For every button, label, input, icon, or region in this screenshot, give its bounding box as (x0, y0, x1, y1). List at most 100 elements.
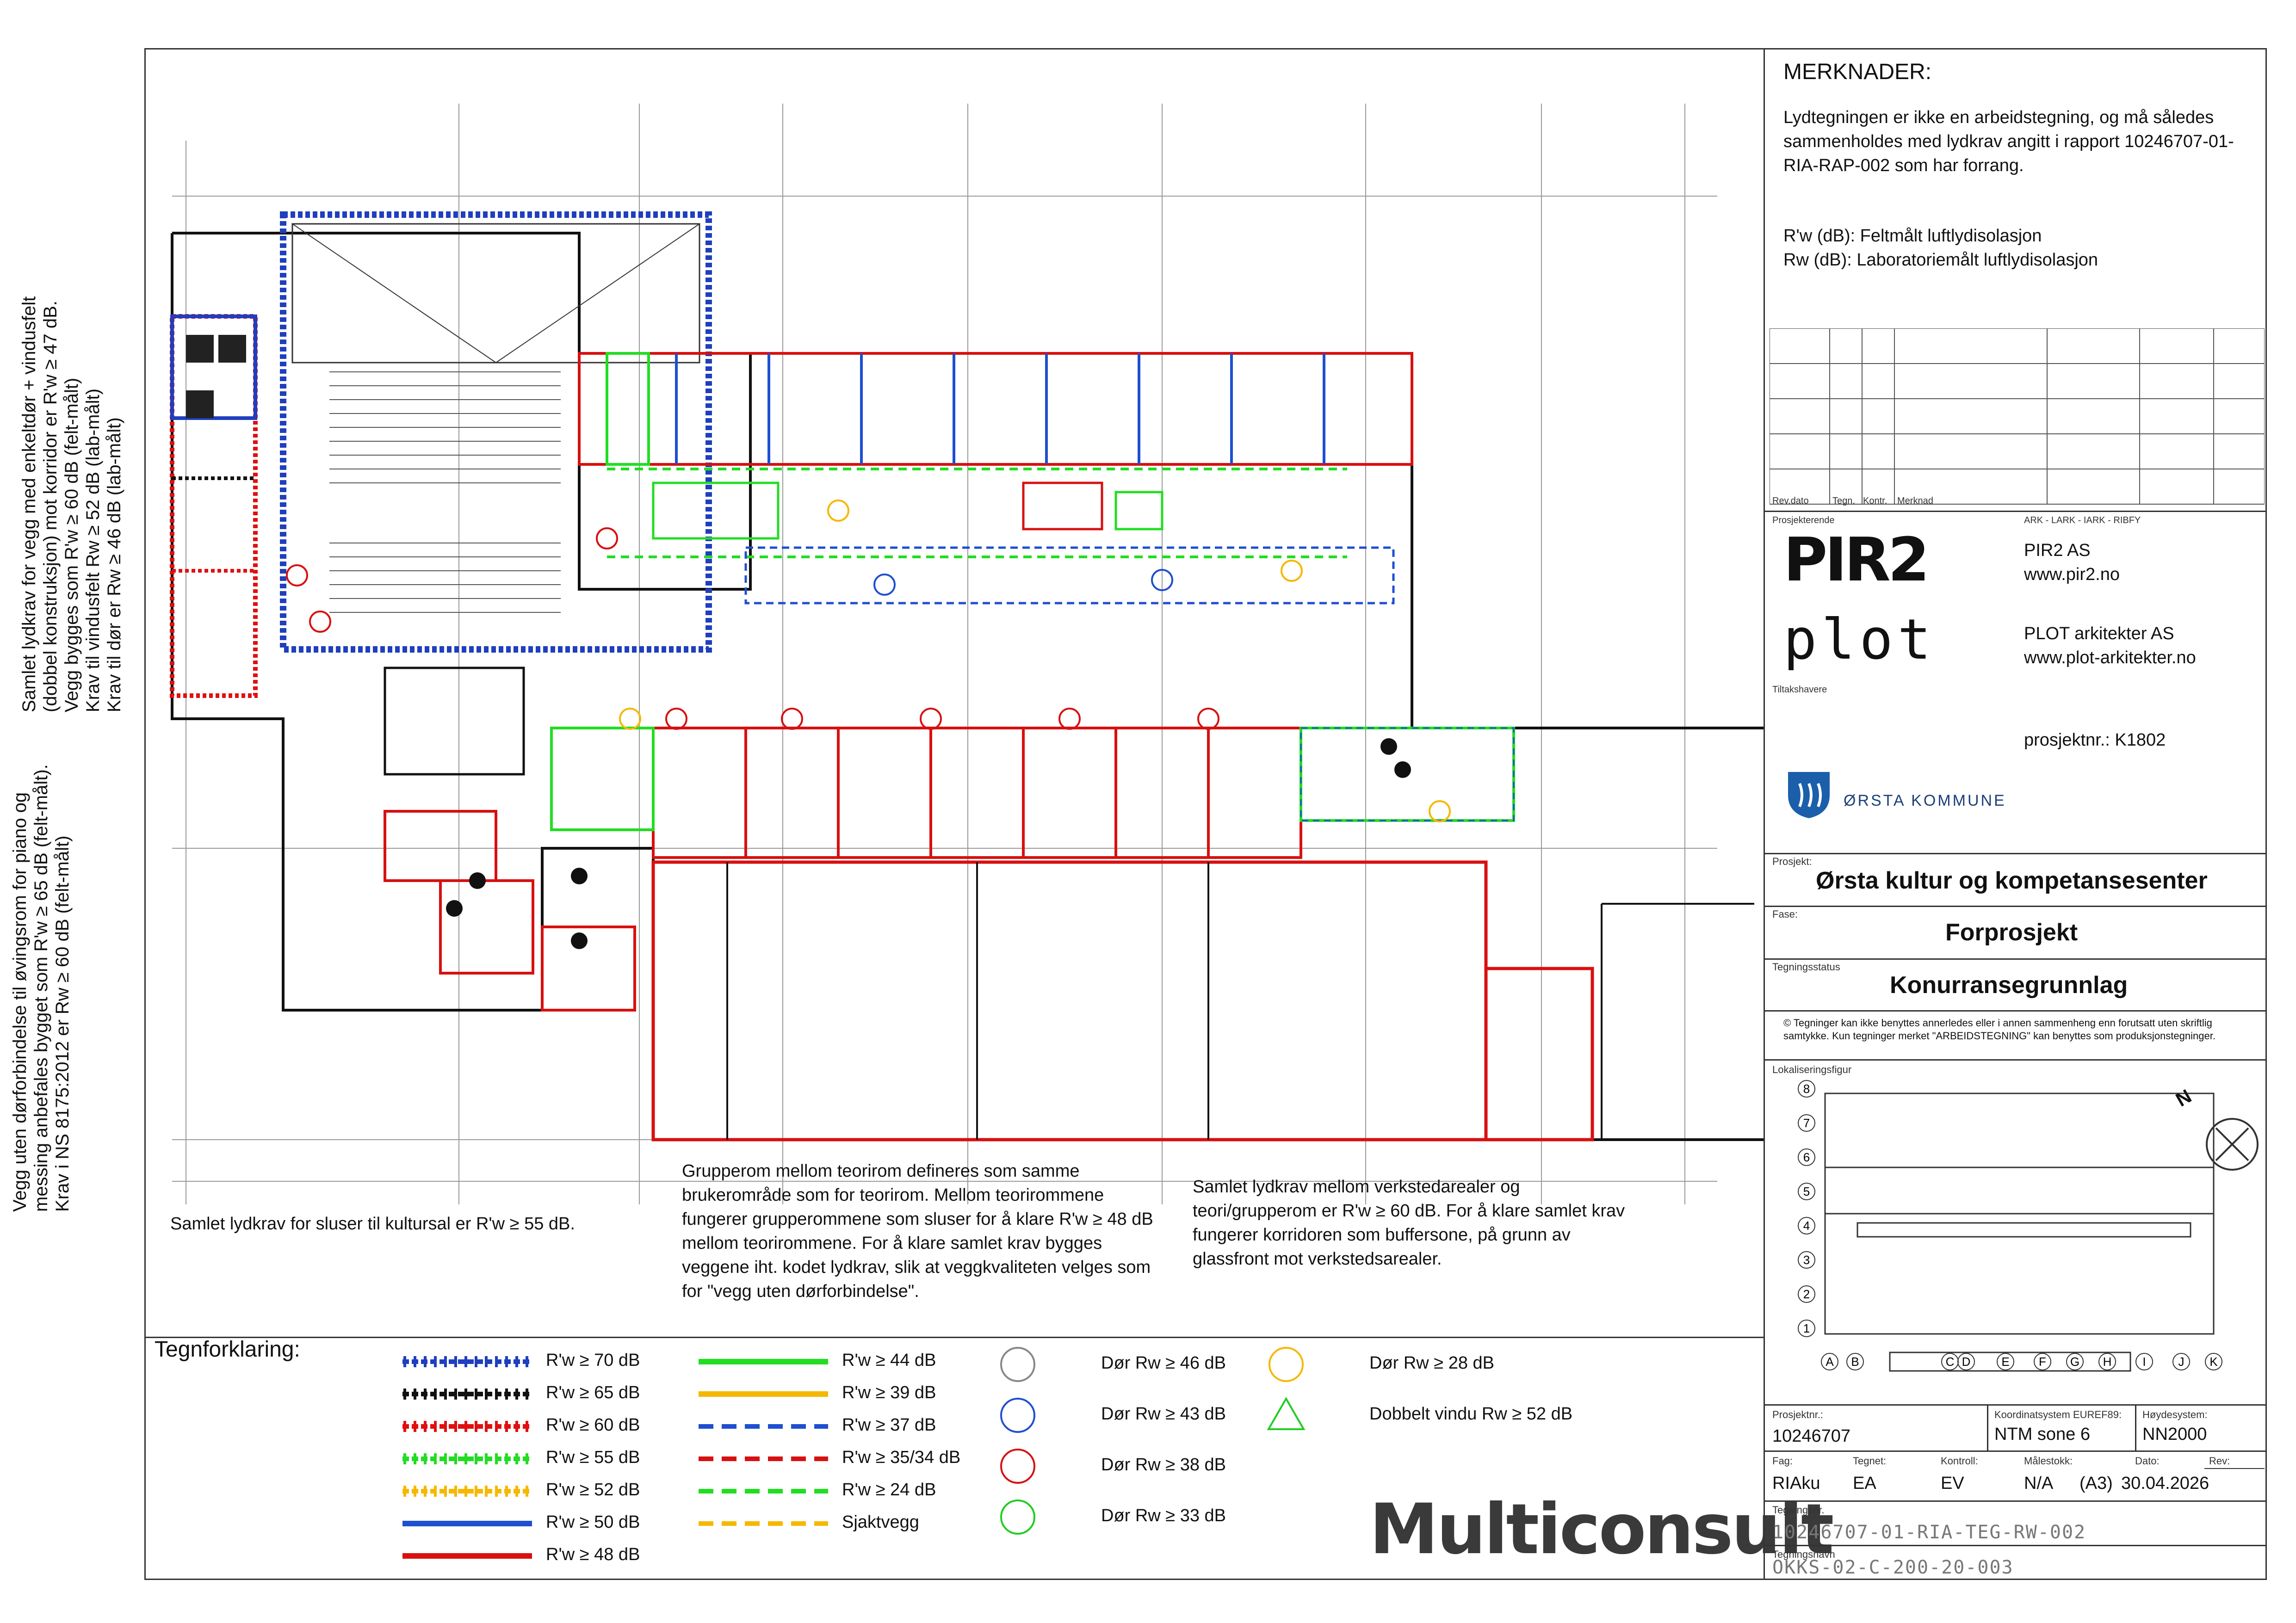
legend-line-swatches (699, 1359, 828, 1526)
koord-label: Koordinatsystem EUREF89: (1994, 1409, 2122, 1420)
key-row-label: 8 (1803, 1082, 1810, 1096)
kontroll-value: EV (1941, 1474, 1964, 1493)
practice-rooms (170, 314, 258, 698)
legend-wall-label: R'w ≥ 55 dB (546, 1448, 640, 1467)
copyright-note: © Tegninger kan ikke benyttes annerledes… (1783, 1017, 2216, 1042)
music-rooms (384, 810, 497, 882)
status-value: Konurransegrunnlag (1890, 972, 2128, 999)
tegningsnr-label: Tegningsnr. (1772, 1504, 1825, 1516)
key-col-label: G (2070, 1355, 2079, 1369)
legend-wall-label: R'w ≥ 65 dB (546, 1383, 640, 1402)
malestokk-value: N/A (2024, 1474, 2054, 1493)
legend-door-label: Dør Rw ≥ 46 dB (1101, 1353, 1226, 1373)
koord-value: NTM sone 6 (1994, 1425, 2090, 1444)
key-col-label: D (1962, 1355, 1971, 1369)
key-col-label: H (2103, 1355, 2112, 1369)
plot-logo: plot (1783, 608, 1936, 672)
drawing-frame (144, 48, 2267, 1580)
kontroll-label: Kontroll: (1941, 1455, 1978, 1467)
kommune-name: ØRSTA KOMMUNE (1844, 792, 2006, 809)
pir2-url: www.pir2.no (2024, 565, 2120, 584)
tegningsnavn-value: OKKS-02-C-200-20-003 (1772, 1557, 2014, 1578)
key-row-label: 1 (1803, 1321, 1810, 1335)
legend-line-label: R'w ≥ 44 dB (842, 1351, 936, 1370)
legend-extra-label: Dobbelt vindu Rw ≥ 52 dB (1369, 1404, 1573, 1424)
tegnet-value: EA (1853, 1474, 1876, 1493)
key-row-label: 4 (1803, 1219, 1810, 1233)
legend-wall-label: R'w ≥ 48 dB (546, 1545, 640, 1564)
legend-wall-label: R'w ≥ 50 dB (546, 1512, 640, 1532)
prosjekterende-label: Prosjekterende (1772, 515, 1835, 525)
door-symbols (286, 500, 1451, 822)
legend-line-label: R'w ≥ 35/34 dB (842, 1448, 961, 1467)
fase-value: Forprosjekt (1945, 919, 2078, 946)
rev-tegn-header: Tegn. (1832, 496, 1855, 506)
legend-door-label: Dør Rw ≥ 43 dB (1101, 1404, 1226, 1424)
tiltakshavere-label: Tiltakshavere (1772, 685, 1827, 695)
legend-line-label: R'w ≥ 39 dB (842, 1383, 936, 1402)
paper-format: (A3) (2079, 1474, 2113, 1493)
fag-value: RIAku (1772, 1474, 1820, 1493)
key-col-label: K (2209, 1355, 2218, 1369)
legend-door-label: Dør Rw ≥ 38 dB (1101, 1455, 1226, 1475)
note-sluser: Samlet lydkrav for sluser til kultursal … (170, 1214, 575, 1234)
floor-plan (170, 104, 1764, 1204)
title-block: MERKNADER: Lydtegningen er ikke en arbei… (1764, 48, 2267, 1580)
door-circle-icon (1000, 1449, 1035, 1484)
multiconsult-logo: Multiconsult (1369, 1489, 1834, 1570)
key-col-label: J (2178, 1355, 2185, 1369)
pir2-name: PIR2 AS (2024, 541, 2091, 560)
hoyde-value: NN2000 (2142, 1425, 2207, 1444)
project-number-k1802: prosjektnr.: K1802 (2024, 730, 2166, 750)
kultursal-wall (280, 211, 712, 653)
door-circle-icon (1269, 1347, 1304, 1382)
legend-door-swatches (1000, 1347, 1035, 1535)
door-circle-icon (1000, 1347, 1035, 1382)
teaching-rooms (652, 727, 1302, 859)
key-row-label: 6 (1803, 1150, 1810, 1164)
prosjektnr-value: 10246707 (1772, 1426, 1851, 1446)
fase-label: Fase: (1772, 908, 1798, 920)
notes-def-rw-felt: R'w (dB): Feltmålt luftlydisolasjon (1783, 226, 2042, 246)
dato-value: 30.04.2026 (2121, 1474, 2209, 1493)
workshops (651, 860, 1488, 1142)
note-grupperom: Grupperom mellom teorirom defineres som … (682, 1161, 1153, 1301)
pir2-logo: PIR2 (1783, 525, 1930, 595)
key-row-label: 2 (1803, 1287, 1810, 1301)
seating (329, 371, 561, 613)
legend-extra-label: Dør Rw ≥ 28 dB (1369, 1353, 1495, 1373)
rev-dato-header: Rev.dato (1772, 496, 1809, 506)
notes-title: MERKNADER: (1783, 60, 1932, 84)
project-title: Ørsta kultur og kompetansesenter (1816, 867, 2208, 894)
prosjekt-label: Prosjekt: (1772, 856, 1812, 867)
notes-paragraph: Lydtegningen er ikke en arbeidstegning, … (1783, 108, 2234, 175)
tegningsnr-value: 10246707-01-RIA-TEG-RW-002 (1772, 1522, 2086, 1543)
legend-wall-swatches (402, 1356, 532, 1559)
door-circle-icon (1000, 1500, 1035, 1535)
key-col-label: C (1946, 1355, 1955, 1369)
building-outline (171, 232, 1764, 1141)
discipline-codes: ARK - LARK - IARK - RIBFY (2024, 515, 2141, 525)
north-arrow-icon (2206, 1118, 2259, 1171)
lokalisering-label: Lokaliseringsfigur (1772, 1064, 1852, 1075)
left-note-ovingsrom: Vegg uten dørforbindelse til øvingsrom f… (10, 764, 73, 1212)
plot-name: PLOT arkitekter AS (2024, 624, 2174, 643)
plot-url: www.plot-arkitekter.no (2024, 648, 2196, 667)
upper-classrooms (578, 352, 1413, 466)
key-col-label: B (1851, 1355, 1859, 1369)
legend-wall-label: R'w ≥ 60 dB (546, 1415, 640, 1435)
key-col-label: A (1826, 1355, 1834, 1369)
kommune-crest-icon (1788, 772, 1830, 818)
revision-table (1770, 328, 2265, 505)
tegningsnavn-label: Tegningsnavn (1772, 1549, 1835, 1560)
status-label: Tegningsstatus (1772, 961, 1840, 973)
door-circle-icon (1000, 1398, 1035, 1433)
window-triangle-icon (1267, 1396, 1306, 1430)
legend-separator (144, 1337, 1764, 1338)
note-verksted: Samlet lydkrav mellom verkstedarealer og… (1193, 1177, 1625, 1269)
legend-line-label: R'w ≥ 37 dB (842, 1415, 936, 1435)
dato-label: Dato: (2135, 1455, 2160, 1467)
legend-extra-swatches (1267, 1347, 1306, 1430)
legend-wall-label: R'w ≥ 52 dB (546, 1480, 640, 1500)
